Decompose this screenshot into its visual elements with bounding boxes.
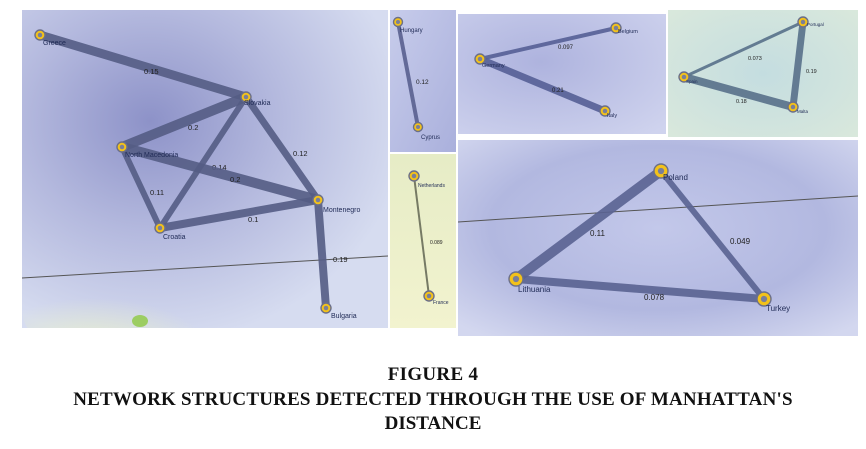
edge-portugal-malta [789,18,807,111]
node-center [800,19,806,25]
edge-weight-label: 0.097 [558,45,574,51]
edge-weight-label: 0.12 [293,149,308,158]
edge-weight-label: 0.073 [748,56,762,62]
node-label-bulgaria: Bulgaria [331,313,357,320]
node-label-slovakia: Slovakia [244,100,271,107]
edge-macedonia-croatia [119,144,163,231]
node-center [760,295,768,303]
node-label-portugal: Portugal [807,22,824,27]
edge-weight-label: 0.2 [188,123,198,132]
edge-spain-malta [680,73,797,111]
node-center [613,25,619,31]
node-label-germany: Germany [482,63,505,69]
node-center [681,74,687,80]
decorative-blob [132,315,148,327]
node-center [512,275,520,283]
node-label-croatia: Croatia [163,234,186,241]
edge-weight-label: 0.15 [144,67,159,76]
node-label-lithuania: Lithuania [518,285,551,294]
node-center [790,104,796,110]
edge-spain-portugal [682,20,805,79]
node-center [395,19,401,25]
node-center [315,197,321,203]
node-center [119,144,125,150]
node-label-italy: Italy [607,113,617,119]
edge-weight-label: 0.14 [212,163,227,172]
node-label-malta: Malta [797,109,809,114]
node-label-poland: Poland [663,173,688,182]
edge-hungary-cyprus [396,20,420,129]
node-center [157,225,163,231]
node-center [415,124,421,130]
node-label-france: France [433,300,449,306]
node-center [37,32,43,38]
node-center [657,167,665,175]
node-center [411,173,417,179]
network-graph-1: 0.150.20.120.140.20.110.10.19 GreeceSlov… [22,10,388,328]
node-center [602,108,608,114]
edge-germany-belgium [478,26,618,61]
edge-netherlands-france [413,175,430,297]
edge-montenegro-bulgaria [314,196,330,312]
edge-macedonia-slovakia [117,92,251,152]
node-center [323,305,329,311]
edge-weight-label: 0.089 [430,240,443,246]
node-label-belgium: Belgium [618,29,638,35]
node-label-macedonia: North Macedonia [125,152,178,159]
edge-weight-label: 0.078 [644,293,665,302]
figure-label: FIGURE 4 [387,364,479,385]
edge-weight-label: 0.2 [230,175,240,184]
node-center [243,94,249,100]
node-label-greece: Greece [43,40,66,47]
edge-weight-label: 0.18 [736,99,747,105]
edge-weight-label: 0.11 [150,188,164,197]
edge-greece-slovakia [35,30,251,102]
edge-poland-lithuania [511,166,666,284]
figure-caption-line-2: DISTANCE [384,413,482,434]
edge-lithuania-turkey [512,275,768,303]
node-center [477,56,483,62]
edge-slovakia-croatia [157,94,249,231]
node-label-turkey: Turkey [766,304,790,313]
figure-caption-line-1: NETWORK STRUCTURES DETECTED THROUGH THE … [73,389,793,410]
node-label-spain: Spain [686,79,698,84]
node-label-netherlands: Netherlands [418,183,445,189]
edge-poland-turkey [658,168,767,302]
node-center [426,293,432,299]
edge-slovakia-montenegro [242,93,322,204]
edge-weight-label: 0.11 [590,229,606,238]
edge-croatia-montenegro [156,196,322,232]
node-label-hungary: Hungary [400,28,423,34]
edge-weight-label: 0.1 [248,215,258,224]
edge-germany-italy [476,55,609,115]
edge-weight-label: 0.21 [552,88,564,94]
edge-weight-label: 0.12 [416,79,429,86]
node-label-montenegro: Montenegro [323,207,360,214]
edge-weight-label: 0.19 [333,255,348,264]
edge-macedonia-montenegro [117,142,323,205]
node-label-cyprus: Cyprus [421,135,440,141]
edge-weight-label: 0.049 [730,237,751,246]
edge-weight-label: 0.19 [806,69,817,75]
